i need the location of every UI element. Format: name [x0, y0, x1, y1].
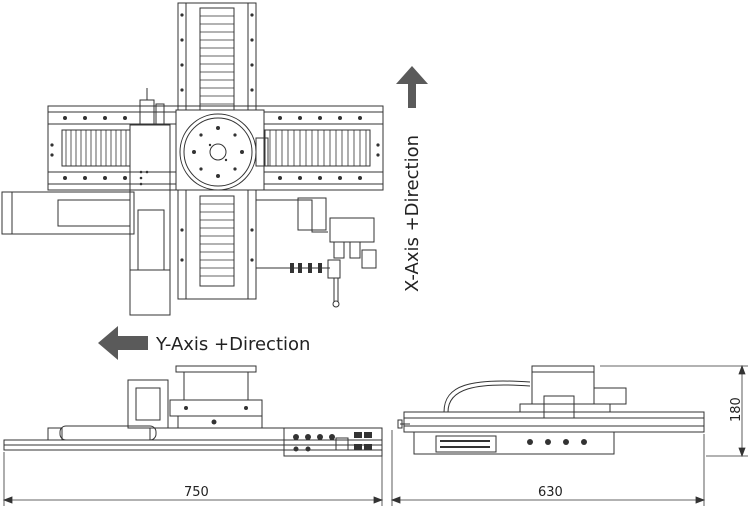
x-direction-arrow: [396, 66, 428, 108]
x-axis-label: X-Axis +Direction: [402, 135, 423, 292]
dimension-630: 630: [538, 485, 563, 500]
dimension-lines: [2, 364, 748, 506]
y-motor-housing: [1, 191, 135, 235]
y-direction-arrow: [98, 326, 148, 360]
dimension-750: 750: [184, 485, 209, 500]
right-bellows: [264, 129, 371, 167]
left-bellows: [61, 129, 131, 167]
rotary-table: [175, 109, 269, 191]
y-axis-label: Y-Axis +Direction: [155, 334, 310, 355]
y-carriage: [129, 88, 171, 316]
top-view: [1, 2, 384, 316]
side-view: [3, 365, 383, 457]
dimension-180: 180: [729, 397, 744, 422]
cable-assembly: [256, 197, 377, 308]
front-view: [397, 365, 705, 455]
